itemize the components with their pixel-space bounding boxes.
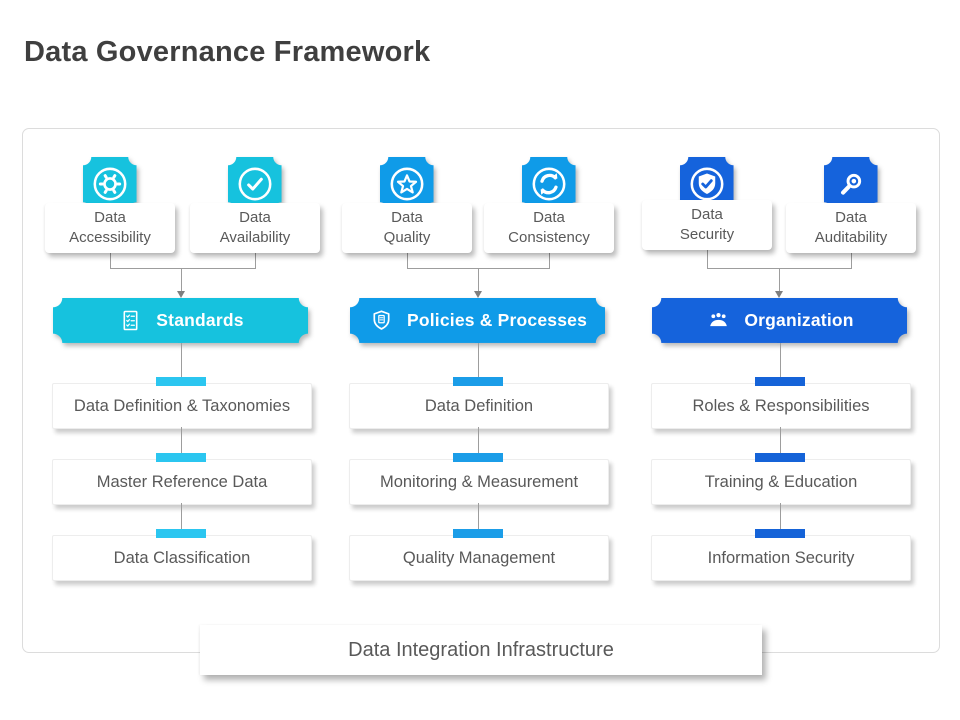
pillar-label: Data: [391, 208, 423, 226]
pillar-badge-consistency: [522, 157, 576, 211]
connector-line: [110, 253, 111, 268]
pillar-label: Data: [239, 208, 271, 226]
people-icon: [710, 312, 728, 327]
shield-document-icon: [373, 310, 390, 330]
pillar-label: Data: [691, 205, 723, 223]
item-box-data-classification: Data Classification: [52, 535, 312, 581]
connector-line: [478, 503, 479, 529]
pillar-label: Security: [679, 226, 735, 243]
connector-line: [407, 253, 408, 268]
item-label: Data Classification: [113, 548, 251, 567]
connector-arrow: [474, 291, 482, 298]
header-bar-label: Organization: [744, 310, 854, 330]
connector-line: [181, 427, 182, 453]
connector-line: [707, 250, 708, 268]
accent-bar: [156, 529, 206, 538]
pillar-label: Consistency: [508, 229, 590, 246]
connector-arrow: [775, 291, 783, 298]
header-bar-standards: Standards: [53, 298, 308, 343]
connector-arrow: [177, 291, 185, 298]
accent-bar: [755, 377, 805, 386]
connector-line: [478, 268, 479, 291]
pillar-badge-availability: [228, 157, 282, 211]
magnifier-icon: [841, 173, 862, 195]
item-box-training-education: Training & Education: [651, 459, 911, 505]
item-label: Data Definition: [424, 396, 534, 415]
pillar-label: Data: [94, 208, 126, 226]
header-bar-policies-processes: Policies & Processes: [350, 298, 605, 343]
connector-line: [780, 343, 781, 377]
accent-bar: [755, 529, 805, 538]
pillar-badge-auditability: [824, 157, 878, 211]
connector-line: [780, 503, 781, 529]
accent-bar: [453, 377, 503, 386]
pillar-card-auditability: Data Auditability: [786, 203, 916, 253]
item-label: Monitoring & Measurement: [379, 472, 579, 491]
connector-line: [255, 253, 256, 268]
item-box-quality-management: Quality Management: [349, 535, 609, 581]
check-circle-icon: [238, 167, 272, 201]
connector-line: [181, 343, 182, 377]
accent-bar: [453, 453, 503, 462]
pillar-label: Accessibility: [69, 229, 151, 246]
connector-line: [478, 427, 479, 453]
checklist-icon: [123, 310, 138, 331]
pillar-card-consistency: Data Consistency: [484, 203, 614, 253]
star-circle-icon: [390, 167, 424, 201]
accent-bar: [156, 453, 206, 462]
connector-line: [110, 268, 256, 269]
item-box-data-definition-taxonomies: Data Definition & Taxonomies: [52, 383, 312, 429]
accent-bar: [453, 529, 503, 538]
footer-label: Data Integration Infrastructure: [348, 638, 614, 661]
pillar-card-accessibility: Data Accessibility: [45, 203, 175, 253]
item-box-data-definition: Data Definition: [349, 383, 609, 429]
pillar-label: Data: [533, 208, 565, 226]
accent-bar: [755, 453, 805, 462]
header-bar-label: Standards: [156, 310, 244, 330]
pillar-label: Auditability: [814, 229, 888, 246]
item-label: Roles & Responsibilities: [692, 396, 870, 415]
pillar-card-quality: Data Quality: [342, 203, 472, 253]
footer-box-data-integration-infrastructure: Data Integration Infrastructure: [200, 625, 762, 675]
header-bar-label: Policies & Processes: [406, 310, 588, 330]
accent-bar: [156, 377, 206, 386]
header-bar-organization: Organization: [652, 298, 907, 343]
shield-check-icon: [690, 167, 724, 201]
item-label: Quality Management: [402, 548, 556, 567]
pillar-label: Data: [835, 208, 867, 226]
item-label: Data Definition & Taxonomies: [73, 396, 291, 415]
page-title: Data Governance Framework: [24, 36, 431, 68]
pillar-badge-accessibility: [83, 157, 137, 211]
item-label: Master Reference Data: [96, 472, 268, 491]
pillar-label: Quality: [383, 229, 431, 246]
item-box-monitoring-measurement: Monitoring & Measurement: [349, 459, 609, 505]
pillar-card-security: Data Security: [642, 200, 772, 250]
connector-line: [779, 268, 780, 291]
item-label: Information Security: [707, 548, 855, 567]
connector-line: [851, 253, 852, 268]
connector-line: [780, 427, 781, 453]
pillar-badge-quality: [380, 157, 434, 211]
item-box-roles-responsibilities: Roles & Responsibilities: [651, 383, 911, 429]
connector-line: [478, 343, 479, 377]
connector-line: [549, 253, 550, 268]
pillar-card-availability: Data Availability: [190, 203, 320, 253]
connector-line: [181, 268, 182, 291]
gear-icon: [93, 167, 127, 201]
item-box-master-reference-data: Master Reference Data: [52, 459, 312, 505]
sync-circle-icon: [532, 167, 566, 201]
item-label: Training & Education: [704, 472, 858, 491]
item-box-information-security: Information Security: [651, 535, 911, 581]
connector-line: [181, 503, 182, 529]
pillar-label: Availability: [219, 229, 291, 246]
